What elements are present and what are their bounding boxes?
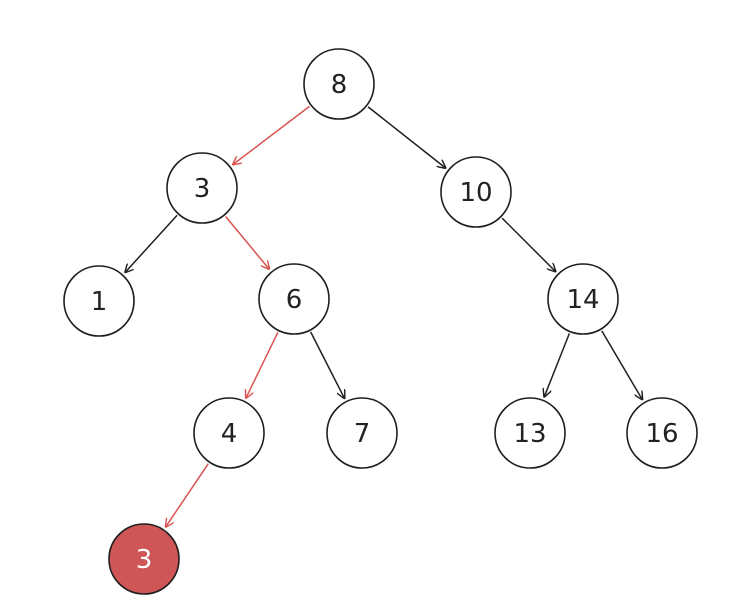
tree-node: 3 — [166, 152, 238, 224]
node-label: 3 — [194, 174, 211, 204]
node-label: 1 — [91, 287, 108, 317]
node-circle — [626, 397, 698, 469]
node-circle — [303, 48, 375, 120]
tree-node: 1 — [63, 265, 135, 337]
search-path-edge-n4-n3new — [166, 463, 209, 527]
node-label: 3 — [136, 545, 153, 575]
tree-node: 4 — [193, 397, 265, 469]
inserted-node: 3 — [108, 523, 180, 595]
node-label: 13 — [513, 419, 546, 449]
node-circle — [440, 156, 512, 228]
tree-edge-n10-n14 — [501, 217, 555, 271]
tree-node: 7 — [326, 397, 398, 469]
node-label: 6 — [286, 285, 303, 315]
tree-edge-n14-n16 — [601, 330, 642, 400]
tree-edge-n8-n10 — [367, 106, 445, 168]
node-label: 7 — [354, 419, 371, 449]
tree-edge-n14-n13 — [544, 333, 571, 396]
node-circle — [108, 523, 180, 595]
node-label: 10 — [459, 178, 492, 208]
node-circle — [494, 397, 566, 469]
tree-edge-n3-n1 — [125, 214, 178, 272]
node-label: 16 — [645, 419, 678, 449]
tree-node: 13 — [494, 397, 566, 469]
tree-node: 14 — [547, 263, 619, 335]
tree-node: 16 — [626, 397, 698, 469]
node-label: 14 — [566, 285, 599, 315]
tree-node: 8 — [303, 48, 375, 120]
node-circle — [193, 397, 265, 469]
tree-edge-n6-n7 — [310, 331, 345, 398]
node-circle — [63, 265, 135, 337]
node-label: 4 — [221, 419, 238, 449]
tree-node: 6 — [258, 263, 330, 335]
tree-node: 10 — [440, 156, 512, 228]
node-label: 8 — [331, 70, 348, 100]
search-path-edge-n6-n4 — [246, 331, 279, 398]
node-circle — [166, 152, 238, 224]
node-circle — [326, 397, 398, 469]
node-circle — [547, 263, 619, 335]
search-path-edge-n8-n3 — [233, 105, 310, 164]
edges-layer — [125, 105, 642, 527]
node-circle — [258, 263, 330, 335]
search-path-edge-n3-n6 — [225, 216, 270, 270]
